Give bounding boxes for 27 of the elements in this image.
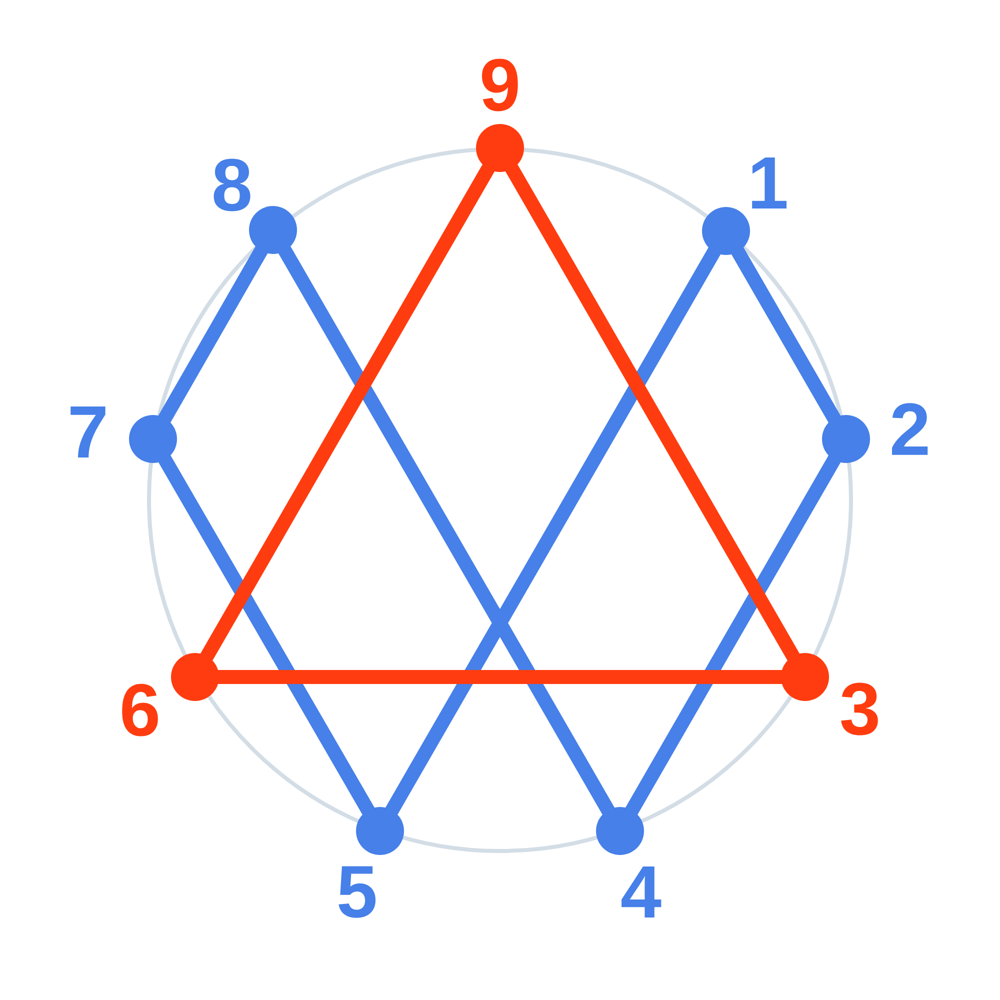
dot [476,124,524,172]
dot [702,207,750,255]
dot [129,415,177,463]
dot [781,653,830,701]
connector-line [157,454,376,816]
dot [596,807,644,855]
connector-line [504,162,801,662]
connector-line [157,244,269,424]
connector-line [384,246,722,816]
number-label: 2 [892,403,928,455]
number-label: 3 [841,682,878,736]
dot [249,206,297,254]
number-label: 9 [482,58,518,112]
number-label: 1 [752,158,787,208]
connector-line [624,454,842,816]
number-label: 8 [214,158,250,212]
number-label: 6 [122,684,158,736]
dot [171,653,219,701]
number-label: 5 [338,866,376,918]
dot [356,807,404,855]
number-label: 7 [70,406,106,458]
connector-line [730,246,842,424]
dot [822,415,870,463]
connector-line [277,244,616,816]
connector-line [199,162,496,662]
number-label: 4 [622,866,662,918]
connector-line [216,670,784,684]
